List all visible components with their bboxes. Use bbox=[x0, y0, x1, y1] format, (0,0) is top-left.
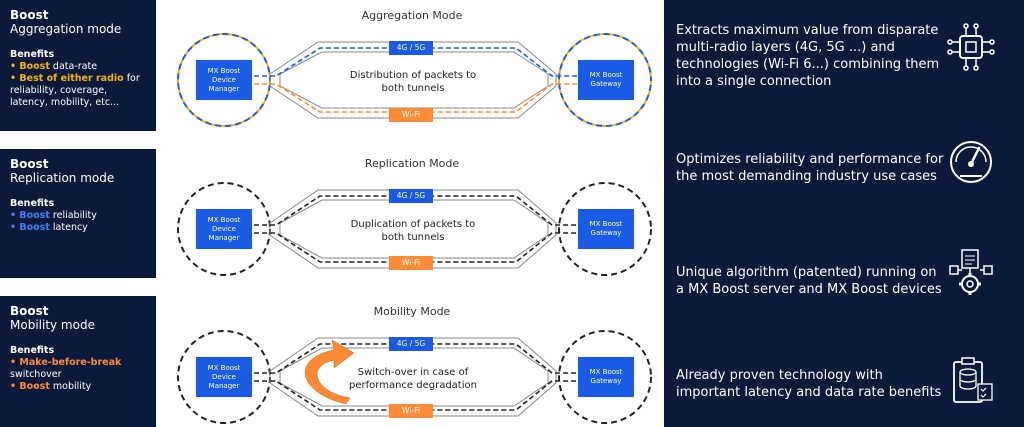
tag-wifi: Wi-Fi bbox=[389, 256, 433, 270]
diagram-description: Switch-over in case of performance degra… bbox=[349, 367, 477, 391]
tag-4g5g: 4G / 5G bbox=[389, 337, 433, 351]
gateway-node: MX Boost Gateway bbox=[578, 60, 634, 100]
panel-title: Boost bbox=[10, 157, 49, 171]
tag-4g5g: 4G / 5G bbox=[389, 41, 433, 55]
panel-mode: Mobility mode bbox=[10, 318, 95, 332]
panel-mode: Aggregation mode bbox=[10, 22, 122, 36]
panel-title: Boost bbox=[10, 8, 49, 22]
feature-text: Unique algorithm (patented) running on a… bbox=[676, 265, 942, 297]
benefit-line: • Boost reliability bbox=[10, 210, 97, 221]
right-panel: Extracts maximum value from disparate mu… bbox=[664, 0, 1024, 427]
benefit-line: • Boost latency bbox=[10, 222, 88, 233]
diagram-description: Duplication of packets to both tunnels bbox=[350, 219, 476, 243]
benefit-line: • Boost mobility bbox=[10, 381, 92, 392]
benefit-line: • Make-before-break bbox=[10, 357, 122, 368]
benefit-line: switchover bbox=[10, 369, 62, 380]
gateway-node: MX Boost Gateway bbox=[578, 357, 634, 397]
switchover-arrow bbox=[305, 339, 355, 405]
mobility-panel: Boost Mobility mode Benefits • Make-befo… bbox=[0, 296, 156, 427]
feature-text: Already proven technology with important… bbox=[676, 368, 942, 400]
diagram-title: Mobility Mode bbox=[373, 305, 451, 318]
panel-title: Boost bbox=[10, 304, 49, 318]
device-manager-node: MX Boost Device Manager bbox=[196, 209, 252, 249]
tag-wifi: Wi-Fi bbox=[389, 404, 433, 418]
benefit-line: reliability, coverage, bbox=[10, 85, 108, 96]
chip-icon bbox=[947, 23, 995, 71]
algorithm-gear-icon bbox=[949, 249, 993, 295]
replication-panel: Boost Replication mode Benefits • Boost … bbox=[0, 149, 156, 278]
aggregation-panel: Boost Aggregation mode Benefits • Boost … bbox=[0, 0, 156, 131]
device-manager-node: MX Boost Device Manager bbox=[196, 60, 252, 100]
device-manager-node: MX Boost Device Manager bbox=[196, 357, 252, 397]
benefits-label: Benefits bbox=[10, 49, 55, 60]
benefits-label: Benefits bbox=[10, 198, 55, 209]
benefit-line: • Best of either radio for bbox=[10, 73, 140, 84]
benefit-line: latency, mobility, etc... bbox=[10, 97, 120, 108]
feature-text: Extracts maximum value from disparate mu… bbox=[676, 23, 940, 89]
panel-mode: Replication mode bbox=[10, 171, 115, 185]
speedometer-icon bbox=[950, 141, 992, 183]
clipboard-database-icon bbox=[953, 357, 993, 403]
feature-text: Optimizes reliability and performance fo… bbox=[676, 152, 944, 184]
benefits-label: Benefits bbox=[10, 345, 55, 356]
benefit-line: • Boost data-rate bbox=[10, 61, 98, 72]
diagram-description: Distribution of packets to both tunnels bbox=[349, 70, 477, 94]
diagram-title: Aggregation Mode bbox=[361, 9, 463, 22]
gateway-node: MX Boost Gateway bbox=[578, 209, 634, 249]
tag-4g5g: 4G / 5G bbox=[389, 189, 433, 203]
diagram-title: Replication Mode bbox=[364, 157, 460, 170]
tag-wifi: Wi-Fi bbox=[389, 108, 433, 122]
